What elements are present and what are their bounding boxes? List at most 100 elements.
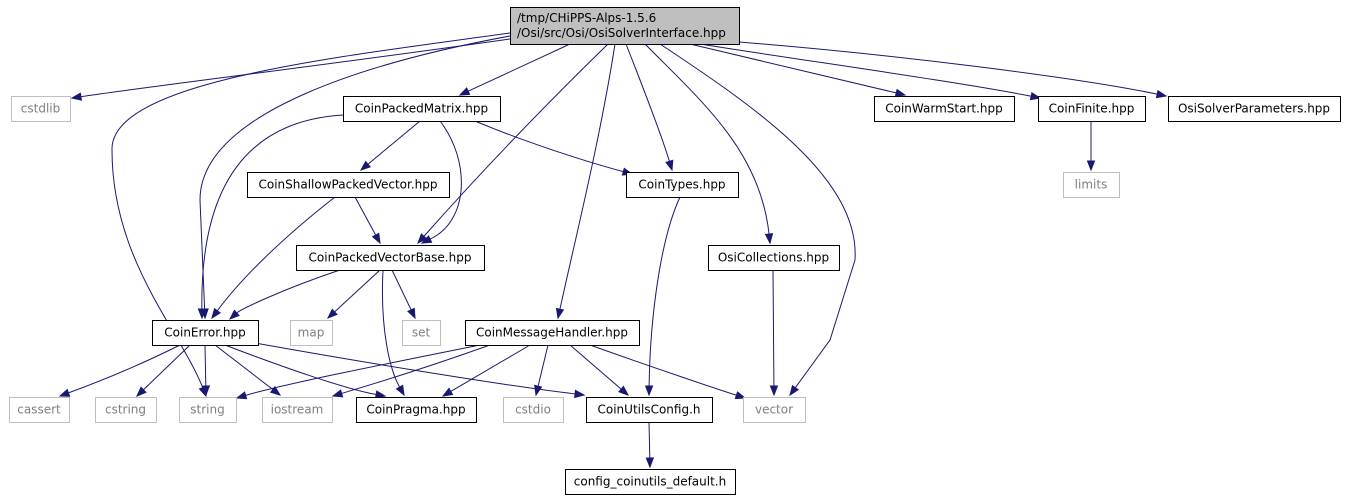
- arrowhead: [228, 309, 240, 320]
- node-box: [343, 96, 501, 122]
- node-label: cstdio: [515, 403, 551, 417]
- edge-line: [648, 196, 681, 387]
- node-osicollections[interactable]: OsiCollections.hpp: [708, 245, 840, 271]
- node-string: string: [179, 397, 237, 423]
- edge-coinmessagehandler-to-coinpragma: [441, 344, 531, 397]
- edge-coinfinite-to-limits: [1086, 121, 1096, 172]
- node-box: [247, 172, 450, 198]
- arrowhead: [201, 385, 211, 397]
- node-coinfinite[interactable]: CoinFinite.hpp: [1038, 96, 1146, 122]
- edge-line: [224, 344, 377, 395]
- node-label: cassert: [17, 403, 61, 417]
- node-coinutilsconfig[interactable]: CoinUtilsConfig.h: [586, 397, 713, 423]
- edge-osicollections-to-vector: [769, 269, 779, 397]
- edge-coinpackedvectorbase-to-coinpragma: [381, 269, 405, 397]
- edge-line: [589, 344, 737, 396]
- arrowhead: [894, 88, 907, 97]
- node-coinpragma[interactable]: CoinPragma.hpp: [356, 397, 477, 423]
- node-cstring: cstring: [95, 397, 157, 423]
- arrowhead: [574, 389, 586, 399]
- node-box: [179, 397, 237, 423]
- edge-coinerror-to-string: [201, 344, 211, 397]
- edge-line: [143, 344, 191, 391]
- arrowhead: [235, 391, 248, 400]
- edge-coinmessagehandler-to-coinutilsconfig: [569, 344, 630, 396]
- edge-line: [429, 120, 462, 240]
- node-label: iostream: [271, 403, 324, 417]
- node-label: CoinPackedMatrix.hpp: [355, 102, 488, 116]
- edge-line: [559, 43, 616, 310]
- node-iostream: iostream: [262, 397, 333, 423]
- arrowhead: [269, 385, 282, 396]
- arrowhead: [70, 92, 83, 101]
- node-label: set: [412, 326, 431, 340]
- edge-coinmessagehandler-to-vector: [589, 344, 747, 400]
- edge-line: [68, 344, 181, 394]
- node-label: CoinTypes.hpp: [638, 178, 725, 192]
- edge-line: [467, 43, 571, 92]
- edge-line: [659, 43, 856, 389]
- node-box: [586, 397, 713, 423]
- edge-line: [254, 342, 576, 395]
- node-label: CoinFinite.hpp: [1049, 102, 1135, 116]
- node-box: [95, 397, 157, 423]
- edge-coinmessagehandler-to-cstdio: [534, 344, 549, 397]
- node-coinwarmstart[interactable]: CoinWarmStart.hpp: [874, 96, 1015, 122]
- edge-coinmessagehandler-to-iostream: [331, 344, 491, 398]
- arrowhead: [644, 385, 654, 397]
- edge-coinmessagehandler-to-string: [235, 344, 481, 400]
- arrowhead: [534, 384, 543, 397]
- node-osisolverparameters[interactable]: OsiSolverParameters.hpp: [1168, 96, 1341, 122]
- edge-coinpackedmatrix-to-coinpackedvectorbase: [420, 120, 462, 244]
- edge-line: [199, 35, 511, 310]
- arrowhead: [665, 159, 674, 172]
- arrowhead: [555, 307, 565, 320]
- node-cointypes[interactable]: CoinTypes.hpp: [626, 172, 739, 198]
- edge-root-to-cstdlib: [70, 38, 511, 101]
- edge-line: [474, 120, 624, 173]
- node-label: CoinError.hpp: [164, 326, 245, 340]
- arrowhead: [374, 390, 387, 399]
- node-box: [503, 397, 564, 423]
- node-cassert: cassert: [9, 397, 70, 423]
- node-coinerror[interactable]: CoinError.hpp: [152, 320, 259, 346]
- edge-line: [334, 269, 381, 313]
- node-cstdio: cstdio: [503, 397, 564, 423]
- node-label: config_coinutils_default.h: [574, 475, 726, 489]
- edge-coinpackedmatrix-to-coinshallowpackedvector: [359, 120, 421, 171]
- node-coinshallowpackedvector[interactable]: CoinShallowPackedVector.hpp: [247, 172, 450, 198]
- node-coinmessagehandler[interactable]: CoinMessageHandler.hpp: [465, 320, 640, 346]
- edge-line: [214, 344, 274, 390]
- arrowhead: [136, 386, 147, 397]
- edge-coinpackedmatrix-to-coinerror: [197, 114, 344, 320]
- edge-coinpackedvectorbase-to-coinerror: [228, 269, 341, 320]
- arrowhead: [458, 87, 471, 96]
- node-label: CoinMessageHandler.hpp: [476, 326, 628, 340]
- edge-line: [204, 344, 207, 387]
- node-label: OsiCollections.hpp: [718, 251, 829, 265]
- edge-root-to-osisolverparameters: [738, 41, 1168, 99]
- node-label: CoinPragma.hpp: [366, 403, 465, 417]
- arrowhead: [1086, 160, 1096, 172]
- node-box: [708, 245, 840, 271]
- node-label: /Osi/src/Osi/OsiSolverInterface.hpp: [517, 26, 726, 40]
- node-box: [296, 245, 485, 271]
- edge-coinerror-to-cassert: [58, 344, 181, 397]
- edge-line: [80, 38, 511, 98]
- arrowhead: [407, 307, 416, 320]
- edge-line: [245, 344, 481, 396]
- node-coinpackedmatrix[interactable]: CoinPackedMatrix.hpp: [343, 96, 501, 122]
- edge-coinerror-to-coinpragma: [224, 344, 387, 399]
- edge-line: [341, 344, 491, 394]
- edge-line: [391, 269, 412, 311]
- node-configdefault[interactable]: config_coinutils_default.h: [565, 469, 736, 495]
- edge-line: [111, 32, 511, 388]
- arrowhead: [734, 391, 747, 400]
- node-coinpackedvectorbase[interactable]: CoinPackedVectorBase.hpp: [296, 245, 485, 271]
- edge-root-to-osicollections: [644, 43, 774, 245]
- node-root[interactable]: /tmp/CHiPPS-Alps-1.5.6/Osi/src/Osi/OsiSo…: [510, 7, 740, 45]
- node-box: [290, 320, 333, 346]
- node-box: [11, 96, 71, 122]
- nodes-layer: /tmp/CHiPPS-Alps-1.5.6/Osi/src/Osi/OsiSo…: [9, 7, 1341, 495]
